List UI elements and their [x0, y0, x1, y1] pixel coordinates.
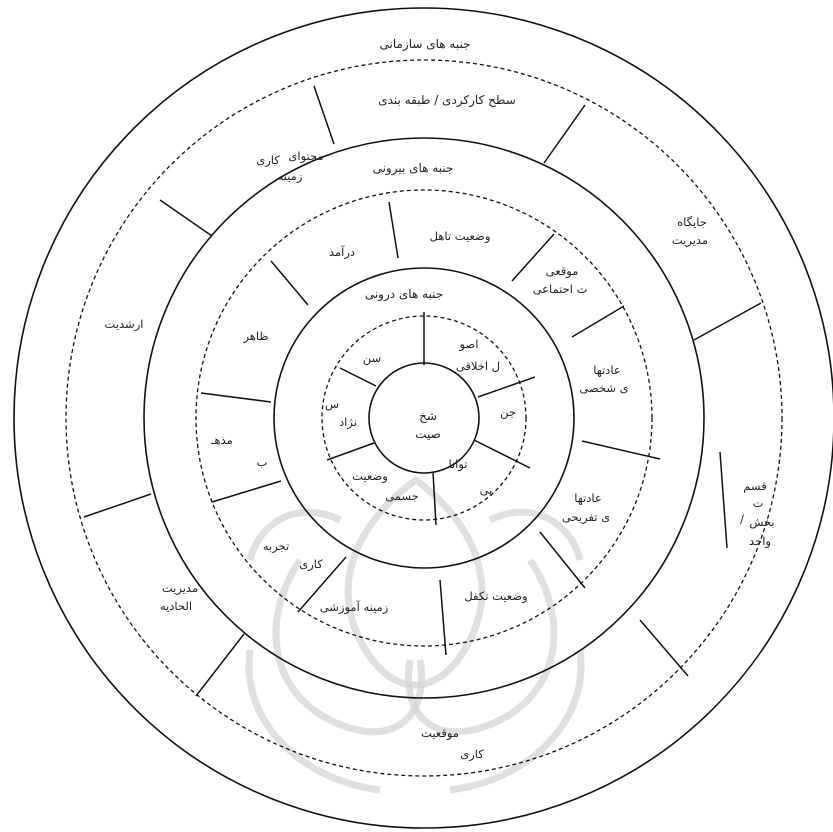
outer-divider — [160, 200, 212, 236]
inner-divider — [478, 377, 535, 397]
outer-divider — [196, 634, 244, 696]
gender-label-b: س — [325, 397, 339, 412]
inner-divider — [474, 440, 530, 468]
inner-divider — [340, 368, 376, 386]
religion-label: مذهـ — [210, 433, 233, 447]
dependency-status-label: وضعیت تکفل — [464, 589, 527, 604]
management-position-label-2: مدیریت — [672, 233, 708, 248]
marital-status-label: وضعیت تاهل — [430, 229, 491, 244]
gender-label: جن — [500, 405, 516, 420]
seniority-label: ارشدیت — [105, 317, 144, 332]
income-label: درآمد — [329, 245, 355, 260]
middle-divider — [440, 580, 446, 655]
outer-divider — [84, 494, 151, 517]
department-label-4: بخش — [749, 515, 774, 530]
management-label-2: الحادیه — [160, 599, 192, 613]
personal-habits-label-2: ی شخصی — [579, 381, 628, 395]
recreational-habits-label-2: ی تفریحی — [562, 510, 610, 525]
external-aspects-title: جنبه های بیرونی — [373, 161, 454, 176]
outer-divider — [314, 86, 334, 144]
department-label-3: / — [740, 512, 744, 526]
middle-divider — [572, 306, 624, 337]
internal-aspects-title: جنبه های درونی — [365, 287, 443, 302]
job-position-label-2: کاری — [460, 747, 484, 762]
middle-divider — [201, 393, 271, 402]
job-content-label-2: کاری — [256, 153, 280, 168]
social-status-label-2: ت اجتماعی — [533, 282, 588, 296]
ability-label-1: توانا — [448, 457, 467, 472]
inner-divider — [327, 443, 374, 460]
physical-status-label-1: وضعیت — [352, 469, 388, 484]
management-label-1: مدیریت — [162, 581, 198, 596]
job-content-label-1: محتوای — [288, 149, 323, 164]
education-label: زمینه آموزشی — [320, 600, 389, 615]
work-experience-label-1: تجربه — [263, 539, 289, 554]
job-position-label-1: موقعیت — [421, 726, 459, 741]
age-label: سن — [363, 351, 381, 366]
outer-divider — [640, 620, 688, 676]
personality-core-line2: صیت — [415, 427, 441, 441]
work-experience-label-2: کاری — [299, 557, 323, 572]
functional-level-title: سطح کارکردی / طبقه بندی — [378, 93, 516, 108]
job-content-label-3: زمینه — [278, 169, 303, 184]
middle-divider — [212, 481, 281, 502]
outer-divider — [694, 303, 761, 340]
middle-divider — [582, 441, 660, 459]
ethics-label-2: ل اخلاقی — [456, 359, 500, 373]
ethics-label-1: اصو — [459, 337, 479, 352]
recreational-habits-label-1: عادتها — [574, 491, 602, 505]
social-status-label-1: موقعی — [546, 264, 579, 279]
watermark-ornament — [249, 480, 581, 790]
organizational-aspects-title: جنبه های سازمانی — [379, 37, 470, 52]
appearance-label: ظاهر — [242, 329, 268, 344]
department-label-5: واحد — [749, 534, 771, 549]
ability-label-2: یی — [480, 483, 493, 497]
department-label-1: قسم — [743, 479, 766, 493]
personal-habits-label-1: عادتها — [593, 363, 621, 377]
physical-status-label-2: جسمی — [385, 489, 419, 503]
middle-divider — [389, 202, 398, 258]
outer-divider — [544, 105, 585, 163]
religion-label-b: ب — [257, 455, 268, 469]
department-label-2: ت — [753, 496, 764, 510]
personality-core-line1: شخ — [419, 409, 437, 423]
management-position-label-1: جایگاه — [677, 215, 707, 229]
race-label: نژاد — [339, 415, 357, 430]
middle-divider — [271, 261, 308, 305]
outer-divider — [720, 452, 727, 548]
